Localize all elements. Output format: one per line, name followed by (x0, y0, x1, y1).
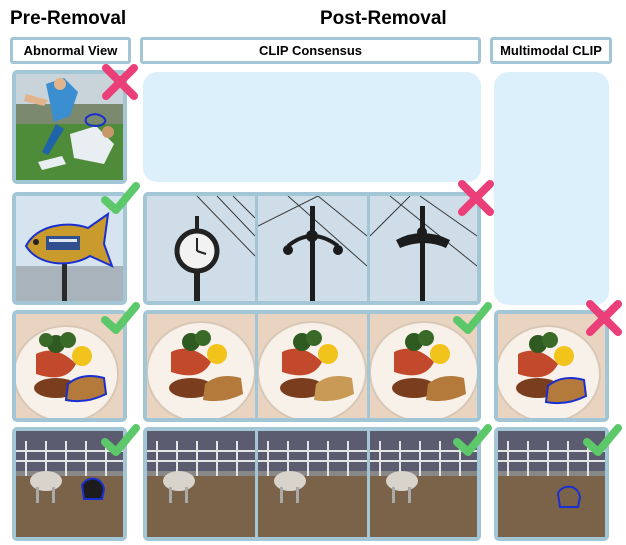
row3-multimodal-clip-frame (494, 310, 609, 422)
soccer-player-image (16, 74, 123, 180)
check-mark-icon (452, 298, 492, 338)
check-mark-icon (452, 420, 492, 460)
fish-sign-image (16, 196, 123, 301)
food-plate-image-1 (147, 314, 255, 418)
check-mark-icon (582, 420, 622, 460)
check-mark-icon (100, 298, 140, 338)
food-plate-image-2 (258, 314, 367, 418)
food-plate-image-3 (370, 314, 477, 418)
sheep-image-1 (147, 431, 255, 537)
row4-clip-consensus-frame (143, 427, 481, 541)
multimodal-clip-empty-panel (494, 72, 609, 305)
multimodal-clip-label: Multimodal CLIP (490, 37, 612, 64)
sheep-image-multimodal (498, 431, 605, 537)
clip-consensus-label: CLIP Consensus (140, 37, 481, 64)
check-mark-icon (100, 420, 140, 460)
row2-clip-consensus-frame (143, 192, 481, 305)
cross-mark-icon (456, 178, 496, 218)
post-removal-title: Post-Removal (320, 8, 447, 29)
sheep-dog-image (16, 431, 123, 537)
check-mark-icon (100, 178, 140, 218)
street-clock-image (147, 196, 255, 301)
row3-clip-consensus-frame (143, 310, 481, 422)
pre-removal-title: Pre-Removal (10, 8, 127, 29)
cross-mark-icon (100, 62, 140, 102)
sheep-image-2 (258, 431, 367, 537)
row1-abnormal-view-frame (12, 70, 127, 184)
food-plate-image-abnormal (16, 314, 123, 418)
row3-abnormal-view-frame (12, 310, 127, 422)
cross-mark-icon (584, 298, 624, 338)
abnormal-view-label: Abnormal View (10, 37, 131, 64)
street-lamp-image-1 (258, 196, 367, 301)
row4-abnormal-view-frame (12, 427, 127, 541)
clip-consensus-empty-panel (143, 72, 481, 182)
row2-abnormal-view-frame (12, 192, 127, 305)
food-plate-image-multimodal (498, 314, 605, 418)
